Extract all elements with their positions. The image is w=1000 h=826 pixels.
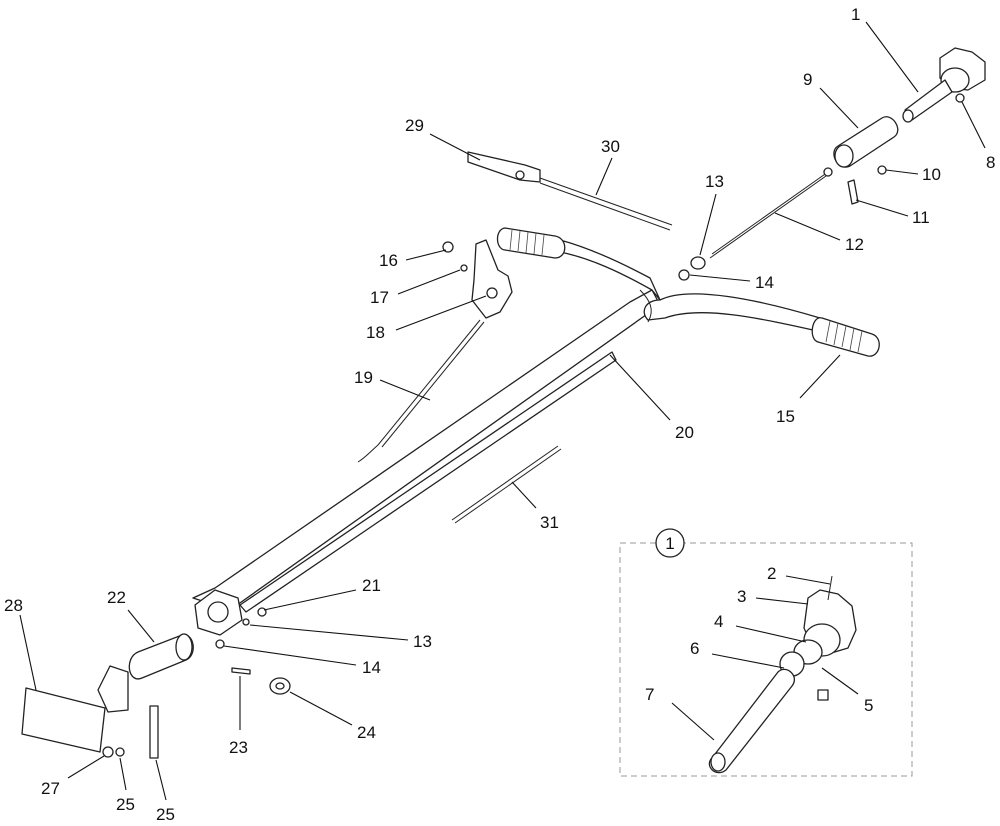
callout-5: 5 bbox=[864, 696, 873, 715]
callout-30: 30 bbox=[601, 137, 620, 156]
callout-2: 2 bbox=[767, 564, 776, 583]
callout-4: 4 bbox=[714, 612, 723, 631]
callout-25-left: 25 bbox=[116, 795, 135, 814]
detail-marker-number: 1 bbox=[665, 534, 674, 553]
callout-17: 17 bbox=[370, 288, 389, 307]
callout-28: 28 bbox=[4, 596, 23, 615]
main-frame-tube bbox=[192, 289, 661, 613]
pin-23 bbox=[231, 667, 251, 675]
callout-14-bottom: 14 bbox=[362, 658, 381, 677]
callout-7: 7 bbox=[645, 685, 654, 704]
left-grip bbox=[496, 227, 566, 259]
lower-fitting bbox=[194, 589, 267, 649]
callout-27: 27 bbox=[41, 779, 60, 798]
right-grip bbox=[811, 317, 880, 357]
bolt-25 bbox=[149, 705, 159, 759]
knob-assembly bbox=[902, 47, 986, 123]
cable-19 bbox=[357, 319, 485, 463]
callout-9: 9 bbox=[803, 70, 812, 89]
callout-18: 18 bbox=[366, 323, 385, 342]
callout-13-bottom: 13 bbox=[413, 632, 432, 651]
detail-box bbox=[619, 542, 913, 777]
callout-19: 19 bbox=[354, 368, 373, 387]
callout-13-top: 13 bbox=[705, 172, 724, 191]
callout-numbers: 1 8 9 10 11 12 13 14 15 16 17 18 19 20 2… bbox=[4, 5, 995, 824]
callout-23: 23 bbox=[229, 738, 248, 757]
callout-24: 24 bbox=[357, 723, 376, 742]
cable-12 bbox=[709, 167, 833, 259]
callout-14-top: 14 bbox=[755, 273, 774, 292]
mount-plate-28 bbox=[21, 665, 129, 758]
detail-marker-circle bbox=[655, 528, 685, 558]
pin-11 bbox=[847, 179, 859, 205]
callout-6: 6 bbox=[690, 639, 699, 658]
callout-31: 31 bbox=[540, 513, 559, 532]
callout-20: 20 bbox=[675, 423, 694, 442]
brake-bracket bbox=[442, 239, 513, 319]
callout-25-right: 25 bbox=[156, 805, 175, 824]
grommet-24 bbox=[269, 677, 291, 695]
rod-31 bbox=[451, 445, 562, 524]
callout-11: 11 bbox=[912, 208, 930, 227]
detail-knob-assembly bbox=[708, 575, 857, 774]
tube-22 bbox=[128, 633, 194, 680]
screw-10 bbox=[877, 165, 887, 175]
callout-22: 22 bbox=[107, 588, 126, 607]
washer-13-top bbox=[690, 256, 706, 270]
control-lever bbox=[467, 151, 673, 231]
callout-16: 16 bbox=[379, 251, 398, 270]
leader-lines bbox=[19, 21, 986, 801]
callout-29: 29 bbox=[405, 116, 424, 135]
nut-14-top bbox=[678, 269, 690, 281]
callout-1: 1 bbox=[851, 5, 860, 24]
callout-8: 8 bbox=[986, 153, 995, 172]
handlebar-crossbar bbox=[559, 239, 823, 333]
callout-10: 10 bbox=[922, 165, 941, 184]
callout-3: 3 bbox=[737, 587, 746, 606]
sleeve bbox=[833, 116, 899, 168]
callout-15: 15 bbox=[776, 407, 795, 426]
callout-21: 21 bbox=[362, 576, 381, 595]
callout-12: 12 bbox=[845, 235, 864, 254]
